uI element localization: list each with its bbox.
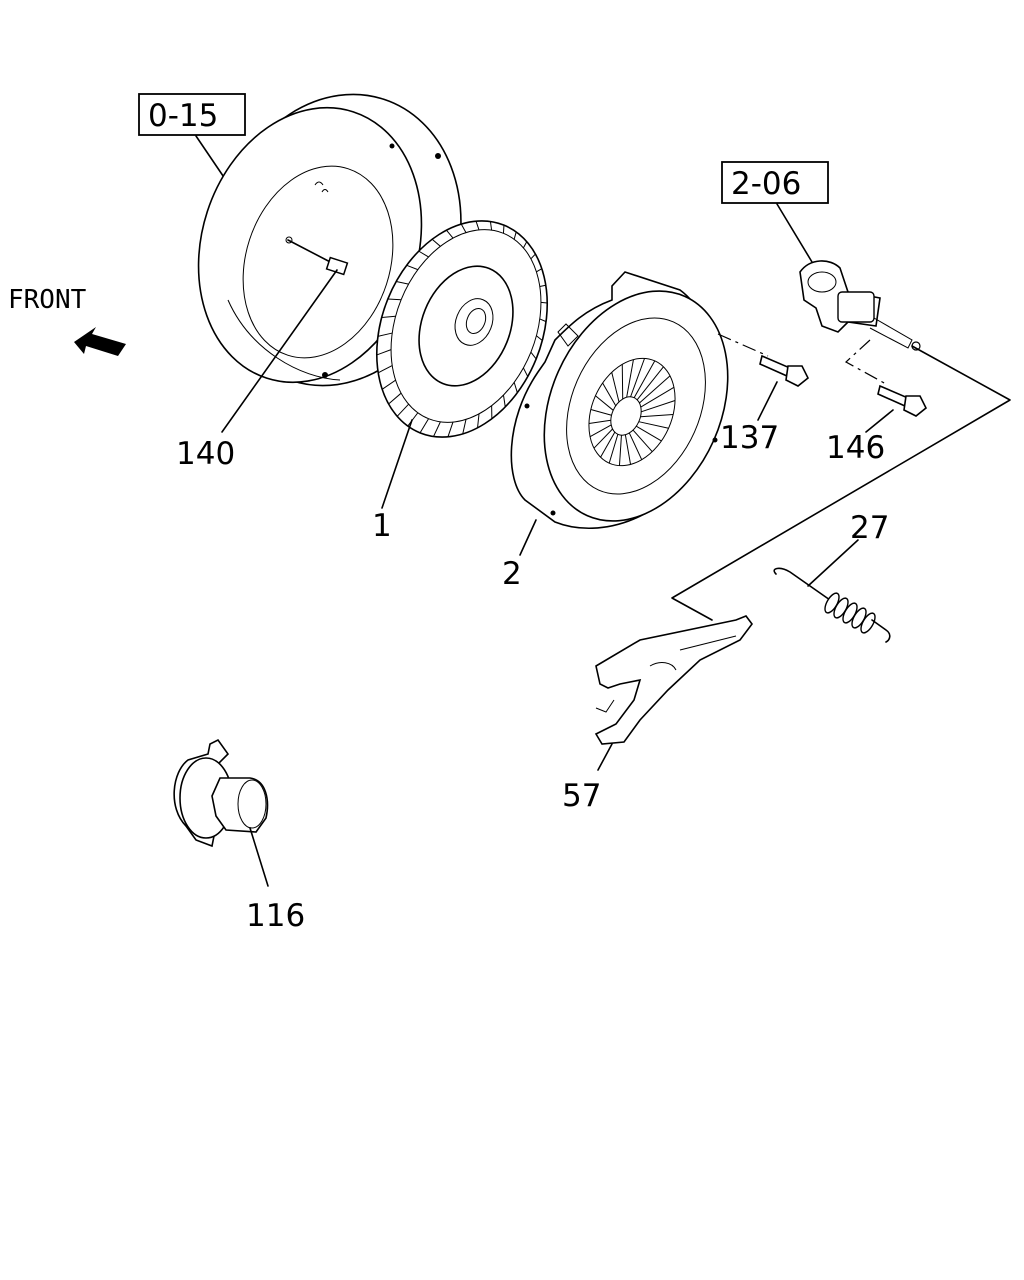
return-spring-27[interactable] [773, 539, 891, 643]
pressure-plate-2[interactable] [510, 262, 763, 556]
bolt-146[interactable] [865, 384, 928, 433]
part-label-140: 140 [176, 436, 235, 472]
front-label: FRONT [8, 285, 87, 315]
ref-box-0-15-label: 0-15 [148, 98, 218, 134]
bolt-alignment-line-2 [844, 339, 887, 385]
release-fork-57[interactable] [594, 615, 753, 771]
part-label-27: 27 [850, 510, 889, 546]
part-label-1: 1 [372, 508, 392, 544]
front-indicator: FRONT [8, 285, 126, 356]
clutch-disc-1[interactable] [346, 195, 578, 509]
part-label-2: 2 [502, 556, 522, 592]
ref-box-2-06[interactable]: 2-06 [721, 161, 829, 263]
slave-cylinder [799, 260, 921, 351]
part-label-146: 146 [826, 430, 885, 466]
part-label-116: 116 [246, 898, 305, 934]
front-arrow-icon [74, 327, 126, 356]
bolt-137[interactable] [757, 354, 810, 421]
ref-box-0-15[interactable]: 0-15 [138, 93, 246, 199]
release-bearing-116[interactable] [173, 738, 269, 887]
part-label-137: 137 [720, 420, 779, 456]
dowel-pin-140[interactable] [221, 256, 349, 433]
pushrod-line [671, 345, 1011, 621]
part-label-57: 57 [562, 778, 601, 814]
bolt-alignment-line [717, 333, 769, 357]
ref-box-2-06-label: 2-06 [731, 166, 801, 202]
